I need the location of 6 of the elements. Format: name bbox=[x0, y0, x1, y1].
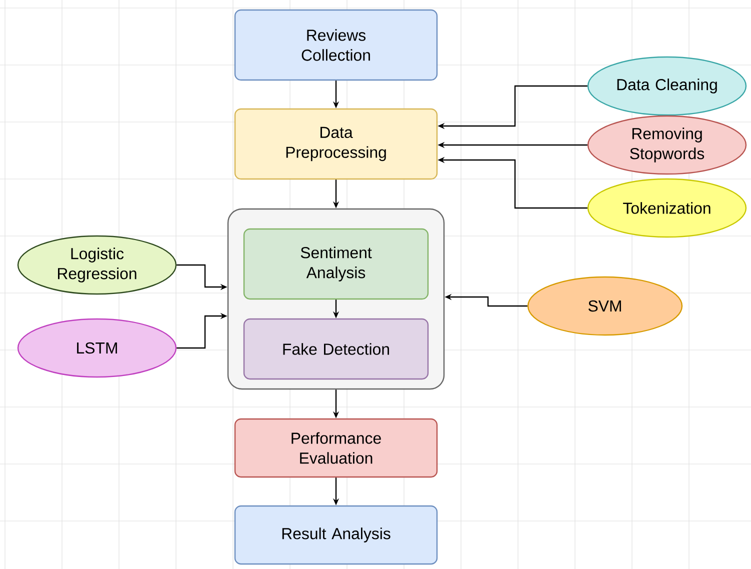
process-box: Reviews Collection bbox=[234, 9, 438, 81]
process-box: Sentiment Analysis bbox=[243, 228, 429, 300]
process-box: Data Preprocessing bbox=[234, 108, 438, 180]
process-box: Fake Detection bbox=[243, 318, 429, 380]
process-box: Result Analysis bbox=[234, 505, 438, 565]
process-box: Performance Evaluation bbox=[234, 418, 438, 478]
